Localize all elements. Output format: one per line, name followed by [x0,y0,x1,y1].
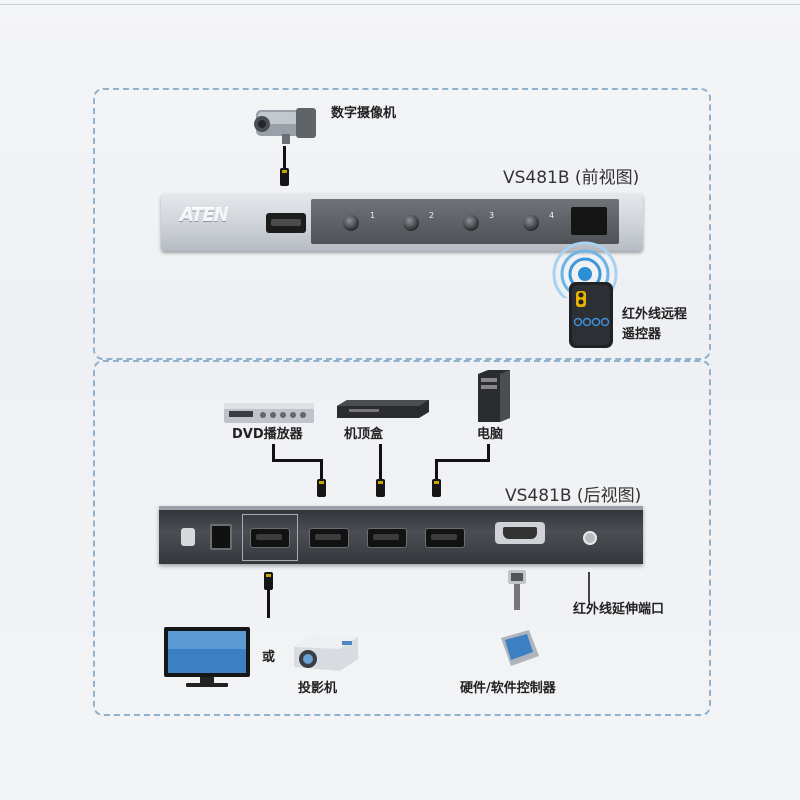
ir-port-leader-line [588,572,590,602]
dvd-cable-v1 [272,444,275,461]
front-view-title: VS481B (前视图) [503,168,640,188]
projector-icon [294,635,358,671]
port-button-3[interactable] [463,215,479,231]
hdmi-output-port [250,528,290,548]
camcorder-icon [254,108,316,144]
rear-view-group [93,360,711,716]
top-divider [0,4,800,5]
aten-logo: ATEN [180,205,229,226]
port-number-3: 3 [489,211,495,220]
output-cable [267,588,270,618]
dvd-cable-v2 [320,459,323,481]
front-ir-receiver [571,207,607,235]
camera-label: 数字摄像机 [331,106,397,121]
remote-label-line1: 红外线远程 [622,307,688,322]
port-button-1[interactable] [343,215,359,231]
pc-cable-v1 [487,444,490,461]
dvd-cable-h [272,459,323,462]
dvd-label: DVD播放器 [232,427,303,442]
remote-control-icon [569,282,613,348]
ir-port-label: 红外线延伸端口 [573,602,665,617]
ir-extender-port [583,531,597,545]
or-label: 或 [262,650,276,665]
output-hdmi-plug [264,572,273,590]
rear-power-jack [210,524,232,550]
rs232-port [495,522,545,544]
pc-hdmi-plug [432,479,441,497]
hdmi-output-highlight [242,514,298,561]
hdmi-input-port-3 [425,528,465,548]
projector-label: 投影机 [298,681,338,696]
port-button-4[interactable] [523,215,539,231]
port-number-1: 1 [370,211,376,220]
camera-cable [283,146,286,170]
controller-label: 硬件/软件控制器 [460,681,556,696]
hdmi-input-port-2 [367,528,407,548]
hdmi-input-port-1 [309,528,349,548]
pc-cable-h [438,459,490,462]
controller-device-icon [501,630,539,666]
front-hdmi-port [266,213,306,233]
settop-cable [379,444,382,481]
camera-hdmi-plug [280,168,289,186]
rear-power-switch [181,528,195,546]
pc-label: 电脑 [477,427,504,442]
dvd-hdmi-plug [317,479,326,497]
pc-cable-v2 [435,459,438,481]
remote-label-line2: 遥控器 [622,327,662,342]
front-view-group [93,88,711,360]
rear-view-title: VS481B (后视图) [505,486,642,506]
port-button-2[interactable] [403,215,419,231]
port-number-4: 4 [549,211,555,220]
settop-label: 机顶盒 [344,427,384,442]
settop-hdmi-plug [376,479,385,497]
dvd-player-icon [224,403,314,423]
pc-tower-icon [478,370,510,422]
rear-panel-top-edge [159,506,643,510]
port-number-2: 2 [429,211,435,220]
serial-cable-connector-icon [508,570,526,610]
set-top-box-icon [337,400,429,418]
tv-monitor-icon [164,627,250,687]
